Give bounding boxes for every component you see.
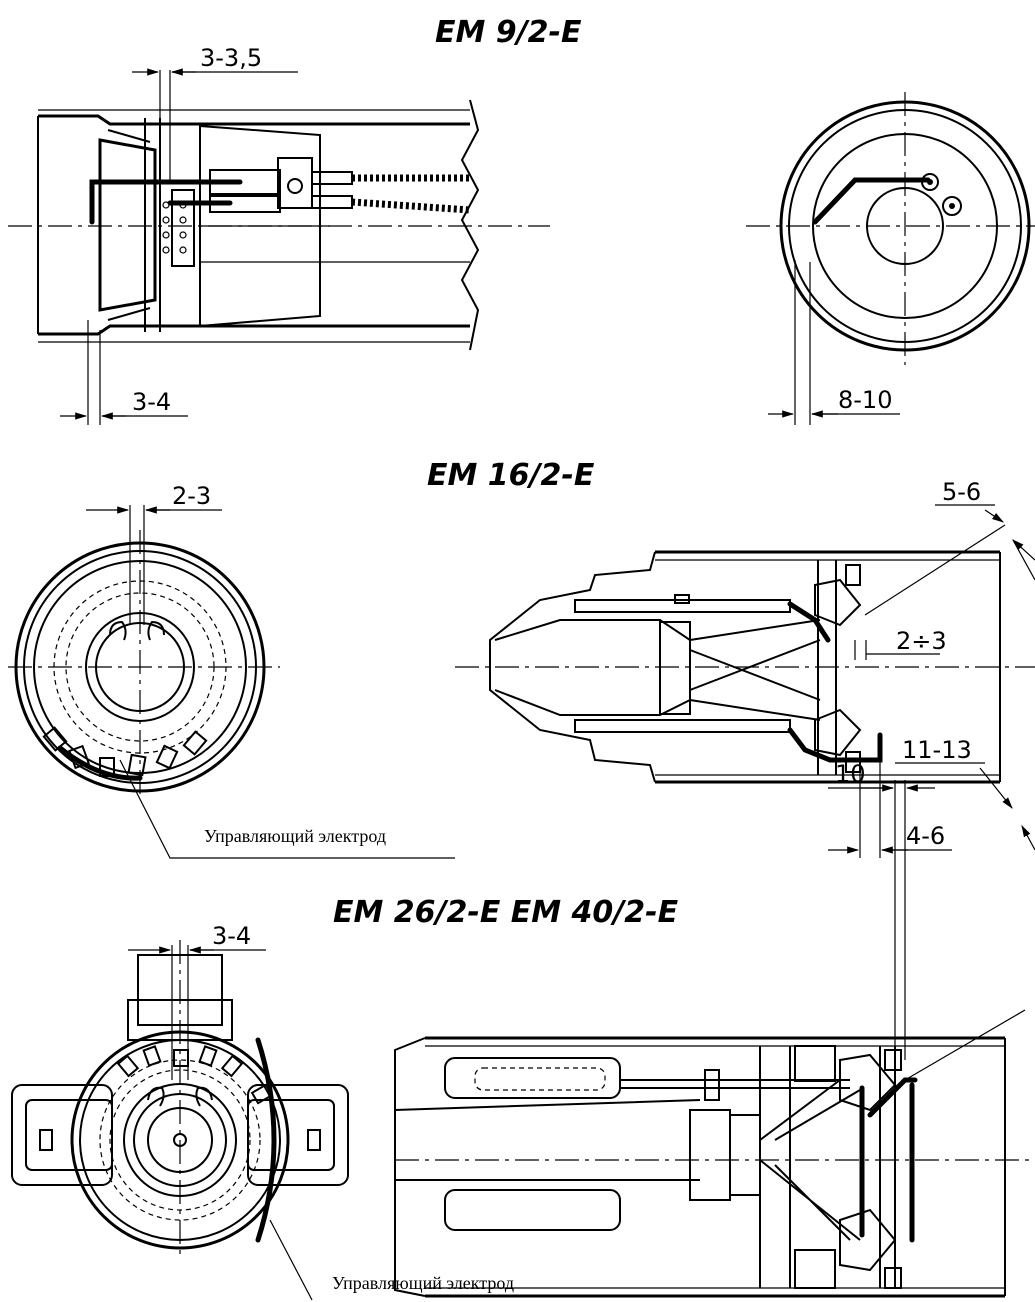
dim-em16-front: 2-3 [172, 482, 211, 510]
section-em16: EM 16/2-E [8, 458, 1035, 859]
section-em26-em40: EM 26/2-E EM 40/2-E [11, 736, 1035, 1301]
note-control-electrode-em26: Управляющий электрод [332, 1273, 514, 1293]
section-title-em26-em40: EM 26/2-E EM 40/2-E [333, 895, 679, 930]
dim-em9-gap-top: 3-3,5 [200, 44, 262, 72]
em26-side-view: 10 11-13 [394, 736, 1035, 1298]
dim-em16-diagonal: 5-6 [942, 478, 981, 506]
section-title-em16: EM 16/2-E [427, 458, 595, 493]
section-title-em9: EM 9/2-E [435, 15, 582, 50]
em16-side-view: 5-6 2÷3 4-6 [455, 478, 1035, 858]
dim-em16-gap: 2÷3 [896, 627, 947, 655]
section-em9: EM 9/2-E [8, 15, 1035, 425]
em9-side-view: 3-3,5 3-4 [8, 44, 550, 425]
dim-em9-gap-bottom: 3-4 [132, 388, 171, 416]
dim-em9-front: 8-10 [838, 386, 892, 414]
dim-em16-bottom: 4-6 [906, 822, 945, 850]
em9-front-view: 8-10 [746, 92, 1035, 425]
em16-front-view: 2-3 Управляющий электрод [8, 482, 455, 859]
note-control-electrode-em16: Управляющий электрод [204, 826, 386, 846]
dim-em26-diagonal: 11-13 [902, 736, 972, 764]
em26-front-view: 3-4 Управляющий электрод [11, 922, 514, 1301]
dim-em26-gap: 10 [835, 760, 866, 788]
dim-em26-front: 3-4 [212, 922, 251, 950]
